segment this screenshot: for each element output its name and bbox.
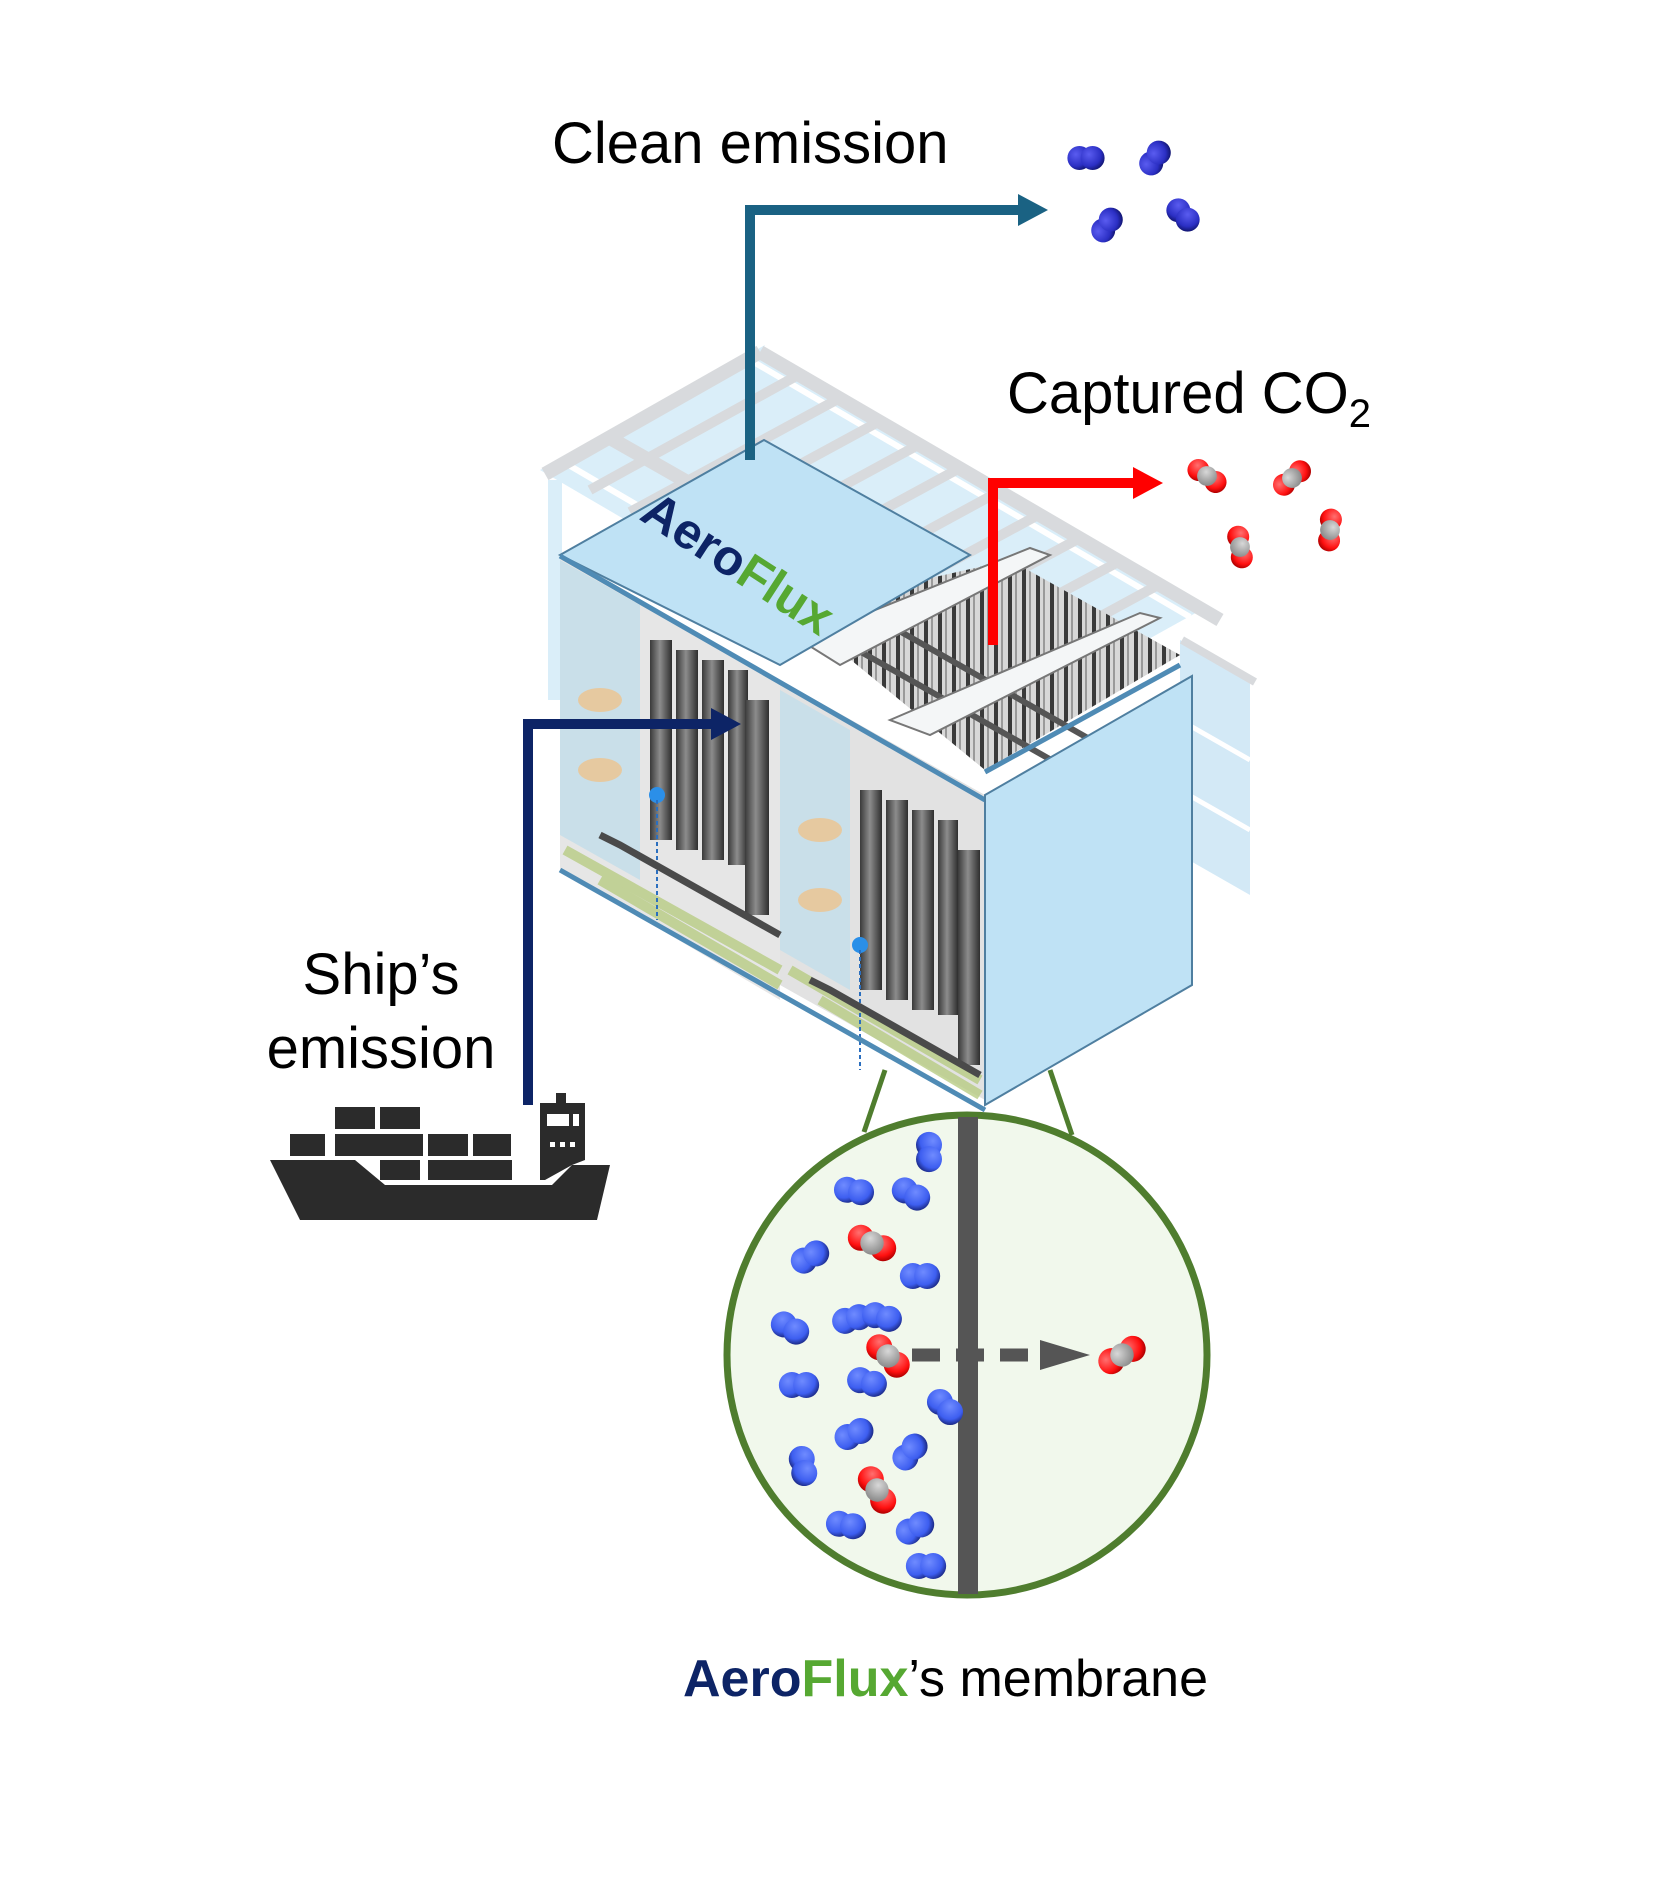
co2-molecule-icon (1098, 1335, 1146, 1375)
n2-molecule-icon (899, 1263, 941, 1289)
n2-molecule-icon (1091, 207, 1123, 243)
n2-molecule-icon (926, 1388, 964, 1426)
hatch-lid-2 (887, 611, 1163, 737)
ships-emission-line2: emission (266, 1016, 496, 1081)
caption-brand-flux: Flux (801, 1650, 909, 1708)
permeation-dashed-arrow (912, 1340, 1090, 1370)
magnifier-connector-left (861, 1069, 888, 1133)
container-end-panel (984, 674, 1193, 1107)
captured-co2-label: Captured CO2 (1007, 365, 1371, 435)
container-roof (557, 438, 973, 667)
n2-molecule-icon (1139, 140, 1171, 176)
co2-molecule-icon (847, 1224, 897, 1262)
clean-emission-label: Clean emission (552, 111, 949, 176)
membrane-modules-right (852, 790, 980, 1070)
n2-molecule-icon (833, 1176, 875, 1206)
n2-molecule-icon (788, 1445, 818, 1487)
container-rails (558, 553, 1182, 1113)
co2-molecule-icon (1318, 508, 1342, 552)
co2-subscript: 2 (1348, 392, 1371, 436)
n2-molecule-icon (790, 1240, 830, 1274)
n2-molecule-icon (825, 1510, 867, 1540)
ship-icon (270, 1093, 610, 1220)
co2-molecule-icon (1187, 459, 1227, 493)
n2-molecule-icon (834, 1417, 874, 1451)
deck-left-post (548, 480, 562, 700)
n2-molecule-icon (892, 1433, 928, 1471)
clean-emission-molecules (1067, 140, 1200, 243)
n2-molecule-icon (1067, 146, 1105, 170)
ships-emission-line1: Ship’s (302, 942, 460, 1007)
ship-emission-arrow (523, 708, 741, 1105)
membrane-magnifier (723, 1069, 1211, 1599)
permeation-arrowhead-icon (1040, 1340, 1090, 1370)
co2-molecule-icon (1272, 460, 1312, 496)
clean-emission-arrow (745, 194, 1048, 460)
co2-arrowhead-icon (1133, 467, 1163, 499)
magnifier-connector-right (1047, 1069, 1075, 1136)
piping (598, 831, 982, 1079)
sensor-left (649, 787, 665, 803)
n2-molecule-icon (770, 1311, 810, 1345)
membrane-modules-left (649, 640, 769, 920)
aeroflux-container (557, 438, 1193, 1113)
n2-molecule-icon (895, 1511, 935, 1545)
clean-arrowhead-icon (1018, 194, 1048, 226)
co2-molecule-icon (1227, 525, 1253, 569)
caption-brand-aero: Aero (683, 1650, 802, 1708)
membrane-caption: AeroFlux’s membrane (683, 1653, 1208, 1705)
caption-suffix: ’s membrane (908, 1650, 1208, 1708)
n2-molecule-icon (1166, 198, 1200, 232)
deck-right-panel (1180, 640, 1250, 895)
n2-molecule-icon (891, 1177, 931, 1211)
captured-co2-arrow (988, 467, 1163, 645)
hatch-lid-1 (797, 546, 1053, 667)
magnifier-molecules (770, 1131, 1146, 1579)
n2-molecule-icon (847, 1367, 887, 1397)
ships-emission-label: Ship’s emission (246, 938, 516, 1086)
co2-molecule-icon (857, 1466, 897, 1514)
n2-molecule-icon (862, 1302, 902, 1332)
n2-molecule-icon (778, 1372, 820, 1398)
n2-molecule-icon (916, 1131, 942, 1173)
cable-trays (578, 688, 842, 912)
n2-molecule-icon (905, 1553, 947, 1579)
co2-molecule-icon (866, 1334, 910, 1378)
captured-co2-text: Captured CO (1007, 361, 1349, 426)
sensor-right (852, 937, 868, 953)
inlet-arrowhead-icon (711, 708, 741, 740)
captured-co2-molecules (1187, 459, 1342, 569)
